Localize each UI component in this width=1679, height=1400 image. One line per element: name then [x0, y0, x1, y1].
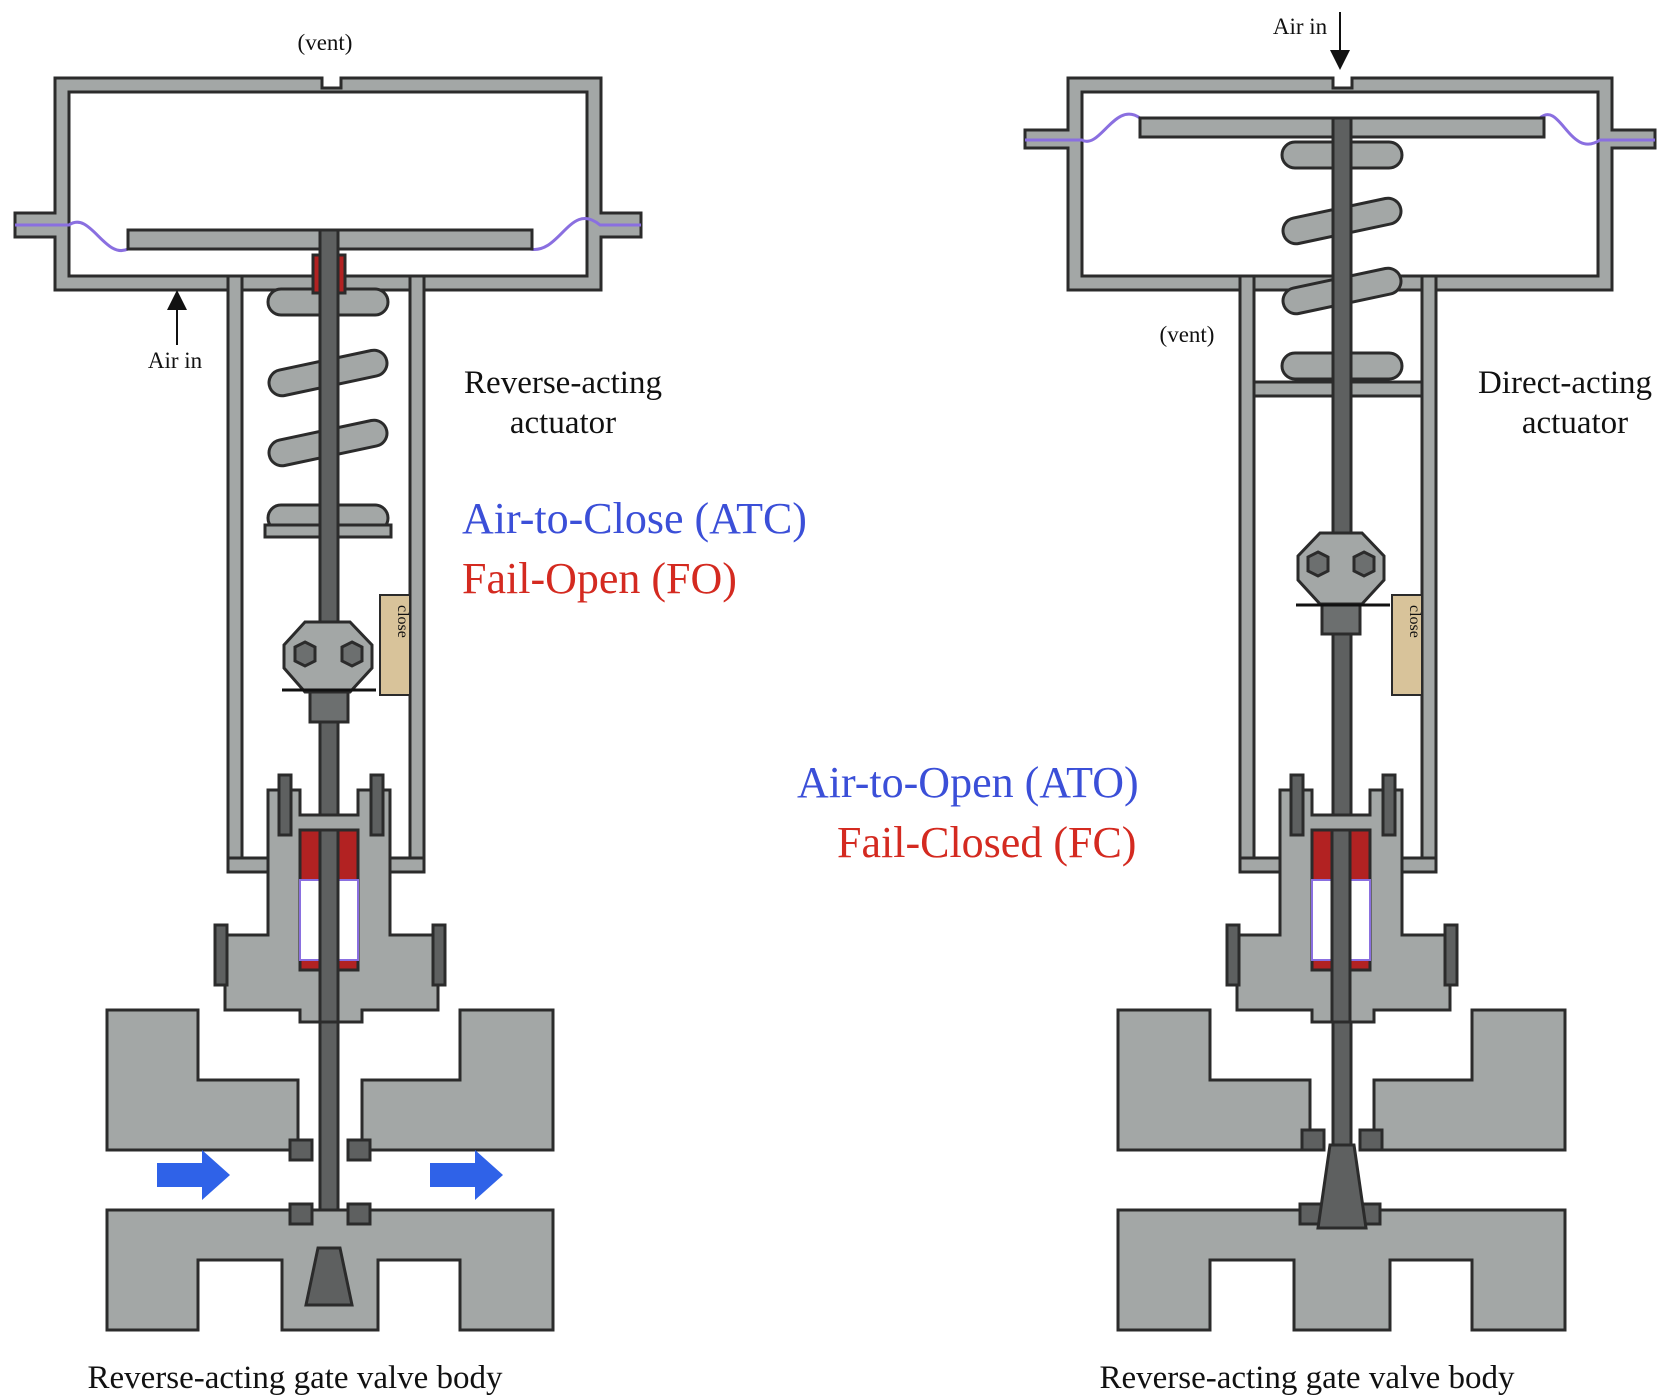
right-fail-mode-label: Fail-Closed (FC)	[837, 818, 1136, 867]
left-body-label: Reverse-acting gate valve body	[87, 1360, 503, 1396]
left-gate	[304, 1246, 354, 1307]
right-scale-label: close	[1406, 605, 1423, 638]
right-valve-body-lower	[1116, 1208, 1567, 1332]
left-scale-label: close	[394, 605, 411, 638]
right-body-label: Reverse-acting gate valve body	[1099, 1360, 1515, 1396]
left-stem-connector	[282, 620, 374, 694]
left-air-mode-label: Air-to-Close (ATC)	[462, 494, 807, 543]
right-air-in-label: Air in	[1273, 14, 1328, 39]
right-actuator-casing	[1023, 76, 1657, 292]
right-travel-scale	[1391, 594, 1423, 696]
left-valve-body-upper	[105, 1008, 300, 1152]
flow-arrow-out	[430, 1150, 503, 1200]
flow-arrow-in	[157, 1150, 230, 1200]
right-valve	[1023, 76, 1657, 1332]
left-travel-scale	[379, 594, 411, 696]
right-gate	[1316, 1143, 1368, 1230]
right-valve-body-upper	[1116, 1008, 1312, 1152]
left-actuator-type-line1: Reverse-acting	[464, 365, 662, 401]
right-stem	[1331, 116, 1353, 1230]
left-actuator-type-line2: actuator	[510, 405, 616, 441]
right-actuator-type-line1: Direct-acting	[1478, 365, 1652, 401]
right-air-mode-label: Air-to-Open (ATO)	[797, 758, 1139, 807]
left-stem	[318, 228, 340, 1232]
left-fail-mode-label: Fail-Open (FO)	[462, 554, 737, 603]
right-actuator-type-line2: actuator	[1522, 405, 1628, 441]
right-vent-label: (vent)	[1160, 322, 1215, 347]
left-valve	[13, 76, 643, 1332]
left-air-in-label: Air in	[148, 348, 203, 373]
left-vent-label: (vent)	[298, 30, 353, 55]
left-flow-arrows	[157, 1150, 503, 1200]
